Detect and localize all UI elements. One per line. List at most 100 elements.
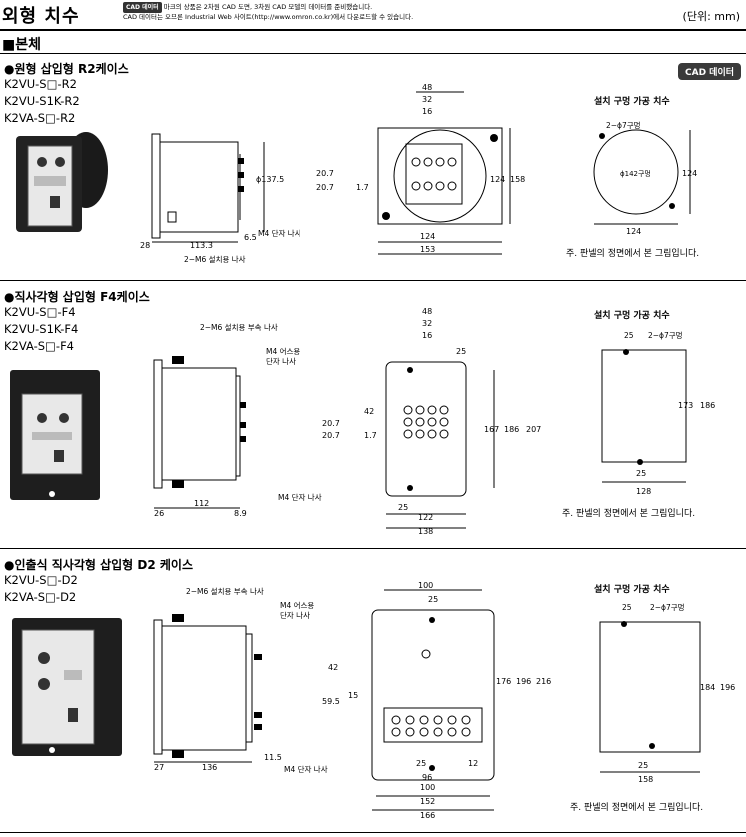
panel-cutout-f4: 25 2−ϕ7구멍 173 186 25 128 [601,330,715,496]
dim-167-f4: 167 [484,425,499,434]
panel-186-f4: 186 [700,401,715,410]
panel-cutout-title-r2: 설치 구멍 가공 치수 [594,97,670,107]
m6-screw-d2: 2−M6 설치용 부속 나사 [186,587,264,596]
dim-20-7a-r2: 20.7 [316,169,334,178]
dim-11-5-d2: 11.5 [264,753,282,762]
dim-6-5-r2: 6.5 [244,233,257,242]
panel-cutout-r2: 2−ϕ7구멍 ϕ142구멍 124 124 [593,120,697,236]
section-d2-models: K2VU-S□-D2 K2VA-S□-D2 [4,572,78,606]
dim-59-5-d2: 59.5 [322,697,340,706]
model-item: K2VA-S□-D2 [4,590,77,604]
dim-158-r2: 158 [510,175,525,184]
dim-124h-r2: 124 [420,232,435,241]
dim-20-7b-r2: 20.7 [316,183,334,192]
dim-25b-f4: 25 [398,503,408,512]
panel-note-d2: 주. 판넬의 정면에서 본 그림입니다. [570,803,704,813]
dim-28-r2: 28 [140,241,150,250]
m4-earth2-f4: 단자 나사 [266,356,296,366]
dim-32-f4: 32 [422,319,432,328]
model-item: K2VU-S1K-R2 [4,94,80,108]
page-title: 외형 치수 [2,6,80,27]
dim-42-f4: 42 [364,407,374,416]
dim-25-f4: 25 [456,347,466,356]
dim-122-f4: 122 [418,513,433,522]
panel-25-d2: 25 [622,603,632,612]
cad-data-button[interactable]: CAD 데이터 [678,63,742,80]
model-item: K2VU-S□-F4 [4,305,76,319]
dim-48-r2: 48 [422,83,432,92]
section-d2-title: ●인출식 직사각형 삽입형 D2 케이스 [4,558,194,572]
unit-label: (단위: mm) [682,10,740,23]
dim-216-d2: 216 [536,677,551,686]
dim-124v-r2: 124 [490,175,505,184]
footer-rule [0,832,746,833]
dim-25t-d2: 25 [428,595,438,604]
panel-note-f4: 주. 판넬의 정면에서 본 그림입니다. [562,509,696,519]
section-f4-title: ●직사각형 삽입형 F4케이스 [4,290,150,304]
panel-184-d2: 184 [700,683,715,692]
dim-207-f4: 207 [526,425,541,434]
product-photo-f4 [10,370,100,500]
section-divider-1 [0,280,746,281]
holes-f4: 2−ϕ7구멍 [648,330,683,340]
dim-113-r2: 113.3 [190,241,213,250]
dim-48-f4: 48 [422,307,432,316]
panel-196-d2: 196 [720,683,735,692]
dim-16-f4: 16 [422,331,432,340]
cad-note: CAD 데이터 마크의 상품은 2차원 CAD 도면, 3차원 CAD 모델의 … [123,2,413,22]
m4-earth2-d2: 단자 나사 [280,610,310,620]
dim-96-d2: 96 [422,773,432,782]
model-item: K2VA-S□-R2 [4,111,76,125]
dim-152-d2: 152 [420,797,435,806]
section-f4-models: K2VU-S□-F4 K2VU-S1K-F4 K2VA-S□-F4 [4,304,78,355]
panel-173-f4: 173 [678,401,693,410]
m4-earth-d2: M4 어스용 [280,600,314,610]
cad-tag: CAD 데이터 [123,2,162,13]
dim-186-f4: 186 [504,425,519,434]
panel-cutout-d2: 25 2−ϕ7구멍 184 196 25 158 [599,602,735,784]
dim-136-d2: 136 [202,763,217,772]
dim-phi137-r2: ϕ137.5 [256,175,284,184]
front-view-f4: 48 32 16 25 42 20.7 20.7 1.7 167 186 207… [322,307,541,536]
panel-124v-r2: 124 [682,169,697,178]
dim-15-d2: 15 [348,691,358,700]
product-photo-r2 [16,132,108,232]
m4-earth-f4: M4 어스용 [266,346,300,356]
front-view-r2: 48 32 16 20.7 20.7 1.7 124 158 124 153 [316,83,525,255]
phi142-r2: ϕ142구멍 [620,169,651,178]
side-view-r2: 28 113.3 6.5 ϕ137.5 M4 단자 나사 2−M6 설치용 나사 [140,133,300,264]
panel-158-d2: 158 [638,775,653,784]
section-r2-title: ●원형 삽입형 R2케이스 [4,62,129,76]
front-view-d2: 100 25 42 59.5 15 176 196 216 25 12 96 1… [322,581,551,820]
holes-d2: 2−ϕ7구멍 [650,602,685,612]
panel-note-r2: 주. 판넬의 정면에서 본 그림입니다. [566,249,700,259]
section-main-title: ■본체 [2,37,41,53]
panel-25b-d2: 25 [638,761,648,770]
dim-27-d2: 27 [154,763,164,772]
panel-25-f4: 25 [624,331,634,340]
panel-cutout-title-f4: 설치 구멍 가공 치수 [594,311,670,321]
panel-124h-r2: 124 [626,227,641,236]
dim-25b-d2: 25 [416,759,426,768]
side-view-f4: 2−M6 설치용 부속 나사 M4 어스용 단자 나사 M4 단자 나사 26 … [153,323,322,518]
dim-26-f4: 26 [154,509,164,518]
dim-176-d2: 176 [496,677,511,686]
dim-100b-d2: 100 [420,783,435,792]
dim-20-7b-f4: 20.7 [322,431,340,440]
m6-screw-r2: 2−M6 설치용 나사 [184,255,246,264]
header-rule [0,29,746,31]
cad-note-line1: 마크의 상품은 2차원 CAD 도면, 3차원 CAD 모델의 데이터를 준비했… [163,3,373,11]
model-item: K2VU-S□-D2 [4,573,78,587]
main-rule [0,53,746,54]
cad-note-line2: CAD 데이터는 오므론 Industrial Web 사이트(http://w… [123,13,414,21]
section-divider-2 [0,548,746,549]
panel-cutout-title-d2: 설치 구멍 가공 치수 [594,585,670,595]
product-photo-d2 [12,618,122,756]
dim-112-f4: 112 [194,499,209,508]
section-r2-models: K2VU-S□-R2 K2VU-S1K-R2 K2VA-S□-R2 [4,76,80,127]
dim-166-d2: 166 [420,811,435,820]
dim-32-r2: 32 [422,95,432,104]
dim-12-d2: 12 [468,759,478,768]
dim-196-d2: 196 [516,677,531,686]
dim-138-f4: 138 [418,527,433,536]
